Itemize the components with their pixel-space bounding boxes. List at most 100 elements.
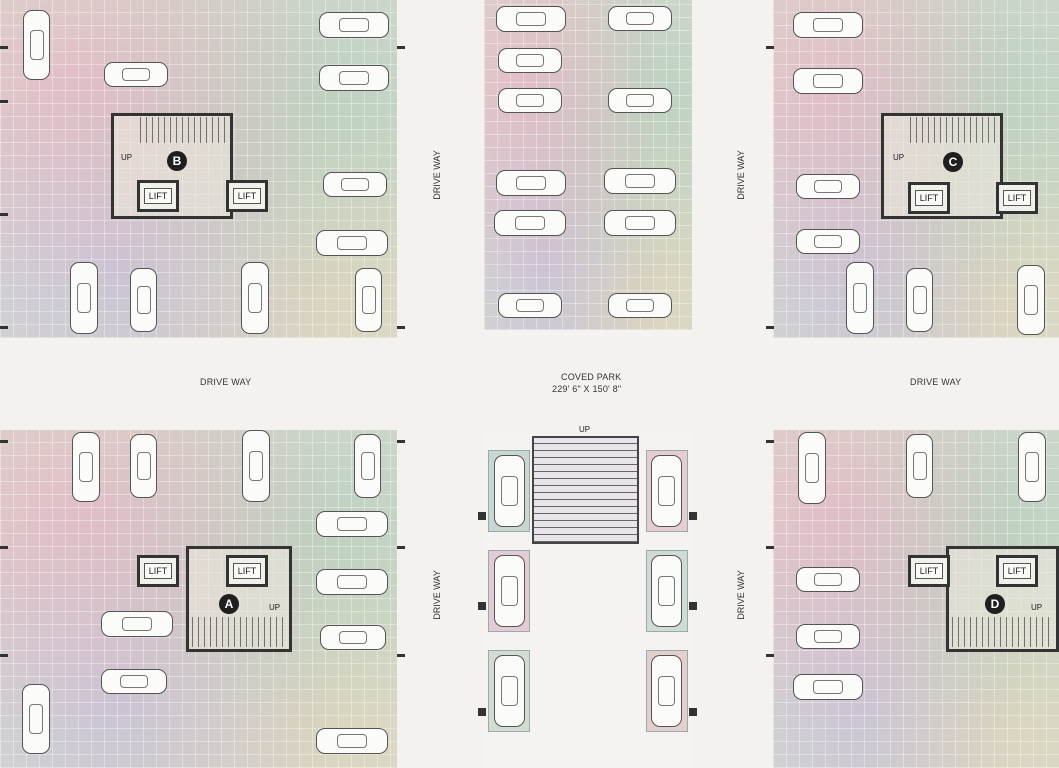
parked-car <box>316 230 388 256</box>
parked-car <box>320 625 386 650</box>
parked-car <box>498 293 562 318</box>
lift-label: LIFT <box>914 563 944 579</box>
lift-label: LIFT <box>232 188 262 204</box>
parked-car <box>604 210 676 236</box>
lift-d-2: LIFT <box>996 555 1038 587</box>
parked-car <box>101 669 167 694</box>
up-label-a: UP <box>269 603 281 612</box>
parked-car <box>796 174 860 199</box>
parked-car <box>323 172 387 197</box>
parking-zone-bottom-left <box>0 430 397 768</box>
stair-block-c <box>910 117 996 143</box>
parked-car <box>604 168 676 194</box>
drive-way-vertical-left <box>397 0 484 768</box>
parked-car <box>498 48 562 73</box>
badge-block-b: B <box>167 151 187 171</box>
lift-a-1: LIFT <box>137 555 179 587</box>
ramp <box>532 436 639 544</box>
column-mark <box>397 46 405 49</box>
column-mark <box>0 546 8 549</box>
parked-car <box>319 12 389 38</box>
column-mark <box>689 512 697 520</box>
drive-way-label-v1: DRIVE WAY <box>431 150 442 200</box>
parked-car <box>316 728 388 754</box>
drive-way-vertical-right <box>692 0 773 768</box>
lift-b-1: LIFT <box>137 180 179 212</box>
parked-car <box>22 684 50 754</box>
parked-car <box>608 88 672 113</box>
parked-car <box>793 674 863 700</box>
column-mark <box>0 654 8 657</box>
parked-car <box>354 434 381 498</box>
column-mark <box>766 440 774 443</box>
up-label-b: UP <box>121 153 133 162</box>
parked-car <box>796 567 860 592</box>
up-label-d: UP <box>1031 603 1043 612</box>
parked-car <box>494 455 525 527</box>
lift-a-2: LIFT <box>226 555 268 587</box>
lift-label: LIFT <box>1002 190 1032 206</box>
parked-car <box>651 455 682 527</box>
column-mark <box>766 654 774 657</box>
lift-b-2: LIFT <box>226 180 268 212</box>
parked-car <box>796 624 860 649</box>
parked-car <box>316 511 388 537</box>
parked-car <box>316 569 388 595</box>
parked-car <box>130 268 157 332</box>
lift-label: LIFT <box>232 563 262 579</box>
column-mark <box>478 512 486 520</box>
lift-label: LIFT <box>143 188 173 204</box>
parked-car <box>608 293 672 318</box>
lift-label: LIFT <box>914 190 944 206</box>
ramp-up-label: UP <box>579 425 591 434</box>
parked-car <box>130 434 157 498</box>
up-label-c: UP <box>893 153 905 162</box>
parked-car <box>651 655 682 727</box>
parked-car <box>796 229 860 254</box>
stair-block-b <box>140 117 226 143</box>
drive-way-label-v2: DRIVE WAY <box>735 150 746 200</box>
lift-label: LIFT <box>1002 563 1032 579</box>
column-mark <box>689 708 697 716</box>
parked-car <box>355 268 382 332</box>
parked-car <box>798 432 826 504</box>
parked-car <box>846 262 874 334</box>
column-mark <box>478 708 486 716</box>
column-mark <box>478 602 486 610</box>
column-mark <box>397 440 405 443</box>
parked-car <box>319 65 389 91</box>
column-mark <box>766 546 774 549</box>
parked-car <box>494 210 566 236</box>
parked-car <box>906 434 933 498</box>
parked-car <box>104 62 168 87</box>
parked-car <box>496 170 566 196</box>
column-mark <box>0 440 8 443</box>
stair-block-a <box>192 617 284 647</box>
drive-way-label-v4: DRIVE WAY <box>735 570 746 620</box>
drive-way-label-v3: DRIVE WAY <box>431 570 442 620</box>
parked-car <box>101 611 173 637</box>
column-mark <box>766 326 774 329</box>
column-mark <box>397 326 405 329</box>
drive-way-label-left: DRIVE WAY <box>200 377 252 387</box>
parked-car <box>494 555 525 627</box>
parked-car <box>651 555 682 627</box>
parked-car <box>241 262 269 334</box>
parked-car <box>72 432 100 502</box>
badge-block-c: C <box>943 152 963 172</box>
lift-label: LIFT <box>143 563 173 579</box>
covered-park-title: COVED PARK <box>561 372 622 382</box>
badge-block-d: D <box>985 594 1005 614</box>
parked-car <box>1017 265 1045 335</box>
parked-car <box>496 6 566 32</box>
badge-block-a: A <box>219 594 239 614</box>
parked-car <box>1018 432 1046 502</box>
column-mark <box>0 100 8 103</box>
lift-c-1: LIFT <box>908 182 950 214</box>
stair-block-d <box>952 617 1052 647</box>
parked-car <box>498 88 562 113</box>
column-mark <box>397 654 405 657</box>
lift-d-1: LIFT <box>908 555 950 587</box>
column-mark <box>0 326 8 329</box>
parked-car <box>242 430 270 502</box>
